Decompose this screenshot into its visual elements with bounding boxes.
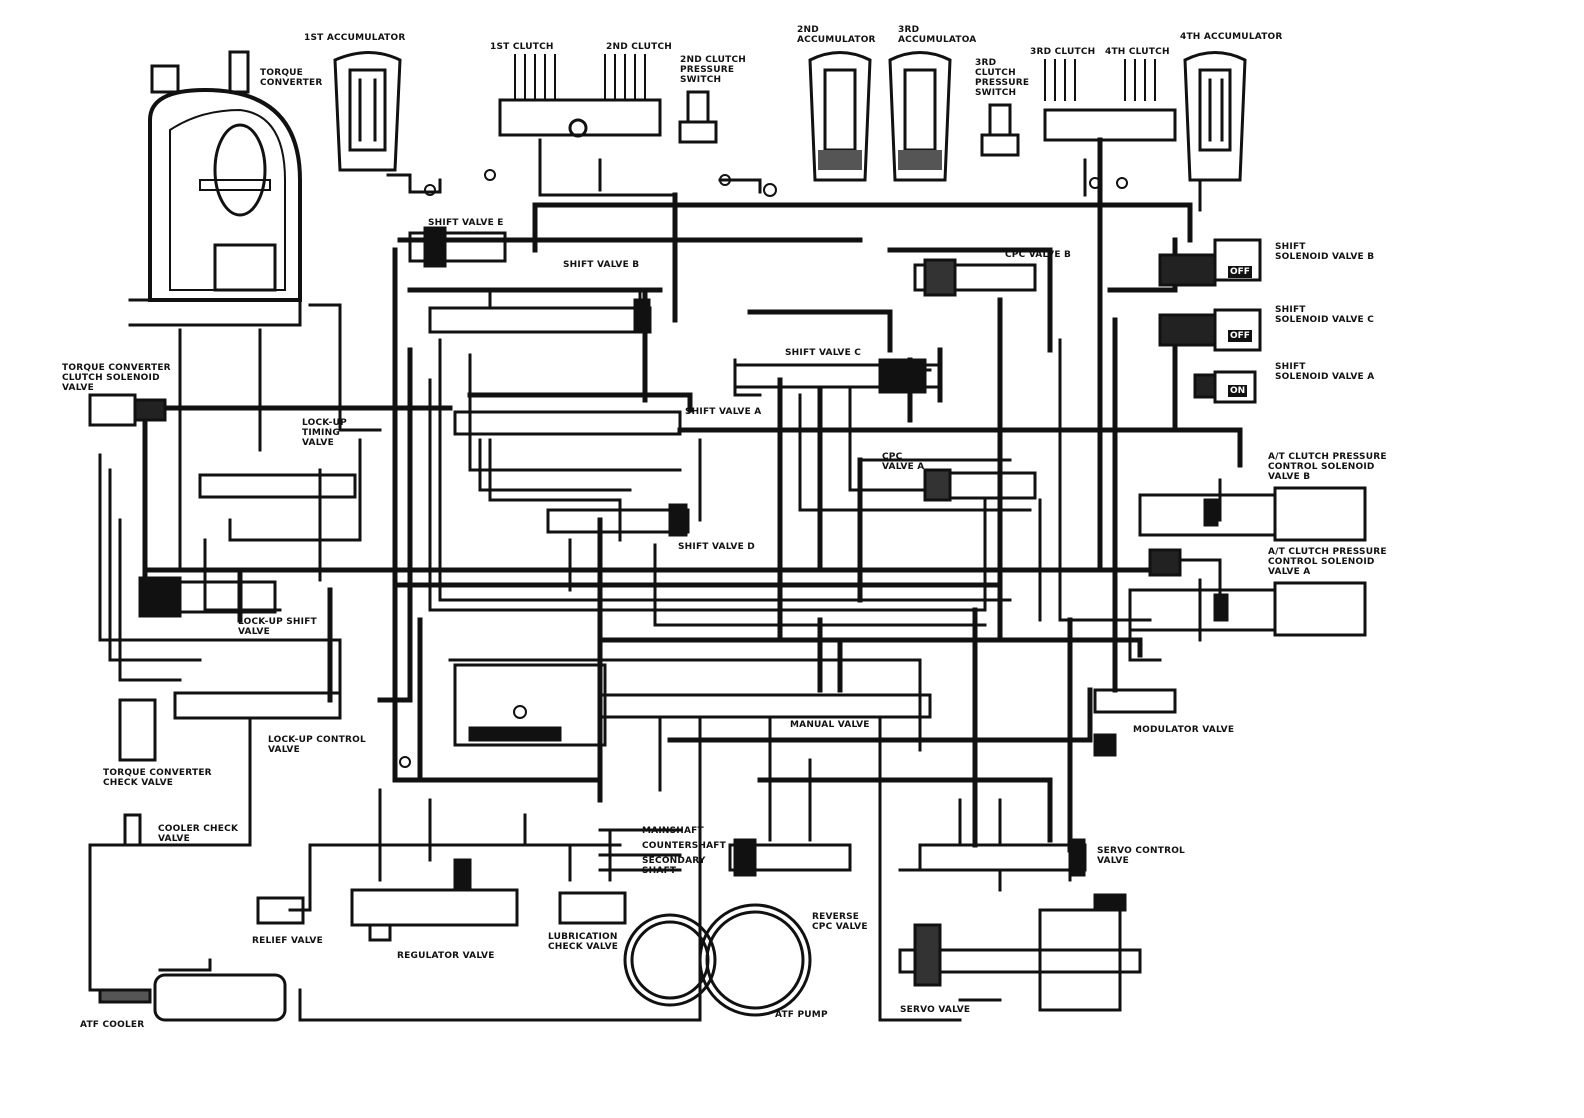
label-countershaft: COUNTERSHAFT	[642, 841, 726, 851]
label-shift-solenoid-a: SHIFT SOLENOID VALVE A	[1275, 362, 1375, 382]
label-relief-valve: RELIEF VALVE	[252, 936, 323, 946]
clutch-3-pressure-switch	[980, 103, 1020, 157]
label-shift-valve-b: SHIFT VALVE B	[563, 260, 640, 270]
label-tc-check-valve: TORQUE CONVERTER CHECK VALVE	[103, 768, 212, 788]
label-shift-valve-a: SHIFT VALVE A	[685, 407, 762, 417]
label-2nd-clutch-pressure-switch: 2ND CLUTCH PRESSURE SWITCH	[680, 55, 747, 85]
label-2nd-clutch: 2ND CLUTCH	[606, 42, 673, 52]
label-shift-solenoid-c: SHIFT SOLENOID VALVE C	[1275, 305, 1375, 325]
label-cpc-valve-b: CPC VALVE B	[1005, 250, 1072, 260]
label-lubrication-check-valve: LUBRICATION CHECK VALVE	[548, 932, 619, 952]
label-cooler-check-valve: COOLER CHECK VALVE	[158, 824, 239, 844]
label-servo-valve: SERVO VALVE	[900, 1005, 971, 1015]
label-atf-pump: ATF PUMP	[775, 1010, 828, 1020]
label-reverse-cpc-valve: REVERSE CPC VALVE	[812, 912, 868, 932]
clutch-1-2-pack	[498, 54, 662, 138]
label-shift-valve-d: SHIFT VALVE D	[678, 542, 755, 552]
accumulator-3	[888, 51, 952, 182]
label-lockup-control-valve: LOCK-UP CONTROL VALVE	[268, 735, 366, 755]
label-lockup-shift-valve: LOCK-UP SHIFT VALVE	[238, 617, 317, 637]
fluid-passages-secondary	[88, 138, 1222, 1022]
label-4th-accumulator: 4TH ACCUMULATOR	[1180, 32, 1283, 42]
label-at-clutch-pcs-b: A/T CLUTCH PRESSURE CONTROL SOLENOID VAL…	[1268, 452, 1387, 482]
label-regulator-valve: REGULATOR VALVE	[397, 951, 495, 961]
label-3rd-clutch: 3RD CLUTCH	[1030, 47, 1096, 57]
solenoid-c-state: OFF	[1228, 330, 1252, 342]
accumulator-1	[333, 51, 402, 172]
label-shift-valve-e: SHIFT VALVE E	[428, 218, 504, 228]
check-balls	[399, 169, 1128, 768]
label-cpc-valve-a: CPC VALVE A	[882, 452, 925, 472]
label-mainshaft: MAINSHAFT	[642, 826, 704, 836]
clutch-3-4-pack	[1043, 59, 1177, 142]
accumulator-2	[808, 51, 872, 182]
label-servo-control-valve: SERVO CONTROL VALVE	[1097, 846, 1185, 866]
label-lockup-timing-valve: LOCK-UP TIMING VALVE	[302, 418, 347, 448]
label-torque-converter: TORQUE CONVERTER	[260, 68, 323, 88]
valve-bodies	[88, 226, 1367, 1022]
label-manual-valve: MANUAL VALVE	[790, 720, 870, 730]
label-atf-cooler: ATF COOLER	[80, 1020, 145, 1030]
label-tcc-solenoid-valve: TORQUE CONVERTER CLUTCH SOLENOID VALVE	[62, 363, 171, 393]
label-secondary-shaft: SECONDARY SHAFT	[642, 856, 706, 876]
label-3rd-clutch-pressure-switch: 3RD CLUTCH PRESSURE SWITCH	[975, 58, 1030, 98]
accumulator-4	[1183, 51, 1247, 182]
solenoid-a-state: ON	[1228, 385, 1248, 397]
clutch-2-pressure-switch	[678, 90, 718, 144]
torque-converter	[128, 50, 302, 327]
label-1st-accumulator: 1ST ACCUMULATOR	[304, 33, 406, 43]
label-shift-solenoid-b: SHIFT SOLENOID VALVE B	[1275, 242, 1375, 262]
label-modulator-valve: MODULATOR VALVE	[1133, 725, 1235, 735]
label-3rd-accumulator: 3RD ACCUMULATOA	[898, 25, 977, 45]
label-4th-clutch: 4TH CLUTCH	[1105, 47, 1170, 57]
label-shift-valve-c: SHIFT VALVE C	[785, 348, 862, 358]
solenoid-b-state: OFF	[1228, 266, 1252, 278]
label-2nd-accumulator: 2ND ACCUMULATOR	[797, 25, 876, 45]
label-1st-clutch: 1ST CLUTCH	[490, 42, 554, 52]
label-at-clutch-pcs-a: A/T CLUTCH PRESSURE CONTROL SOLENOID VAL…	[1268, 547, 1387, 577]
